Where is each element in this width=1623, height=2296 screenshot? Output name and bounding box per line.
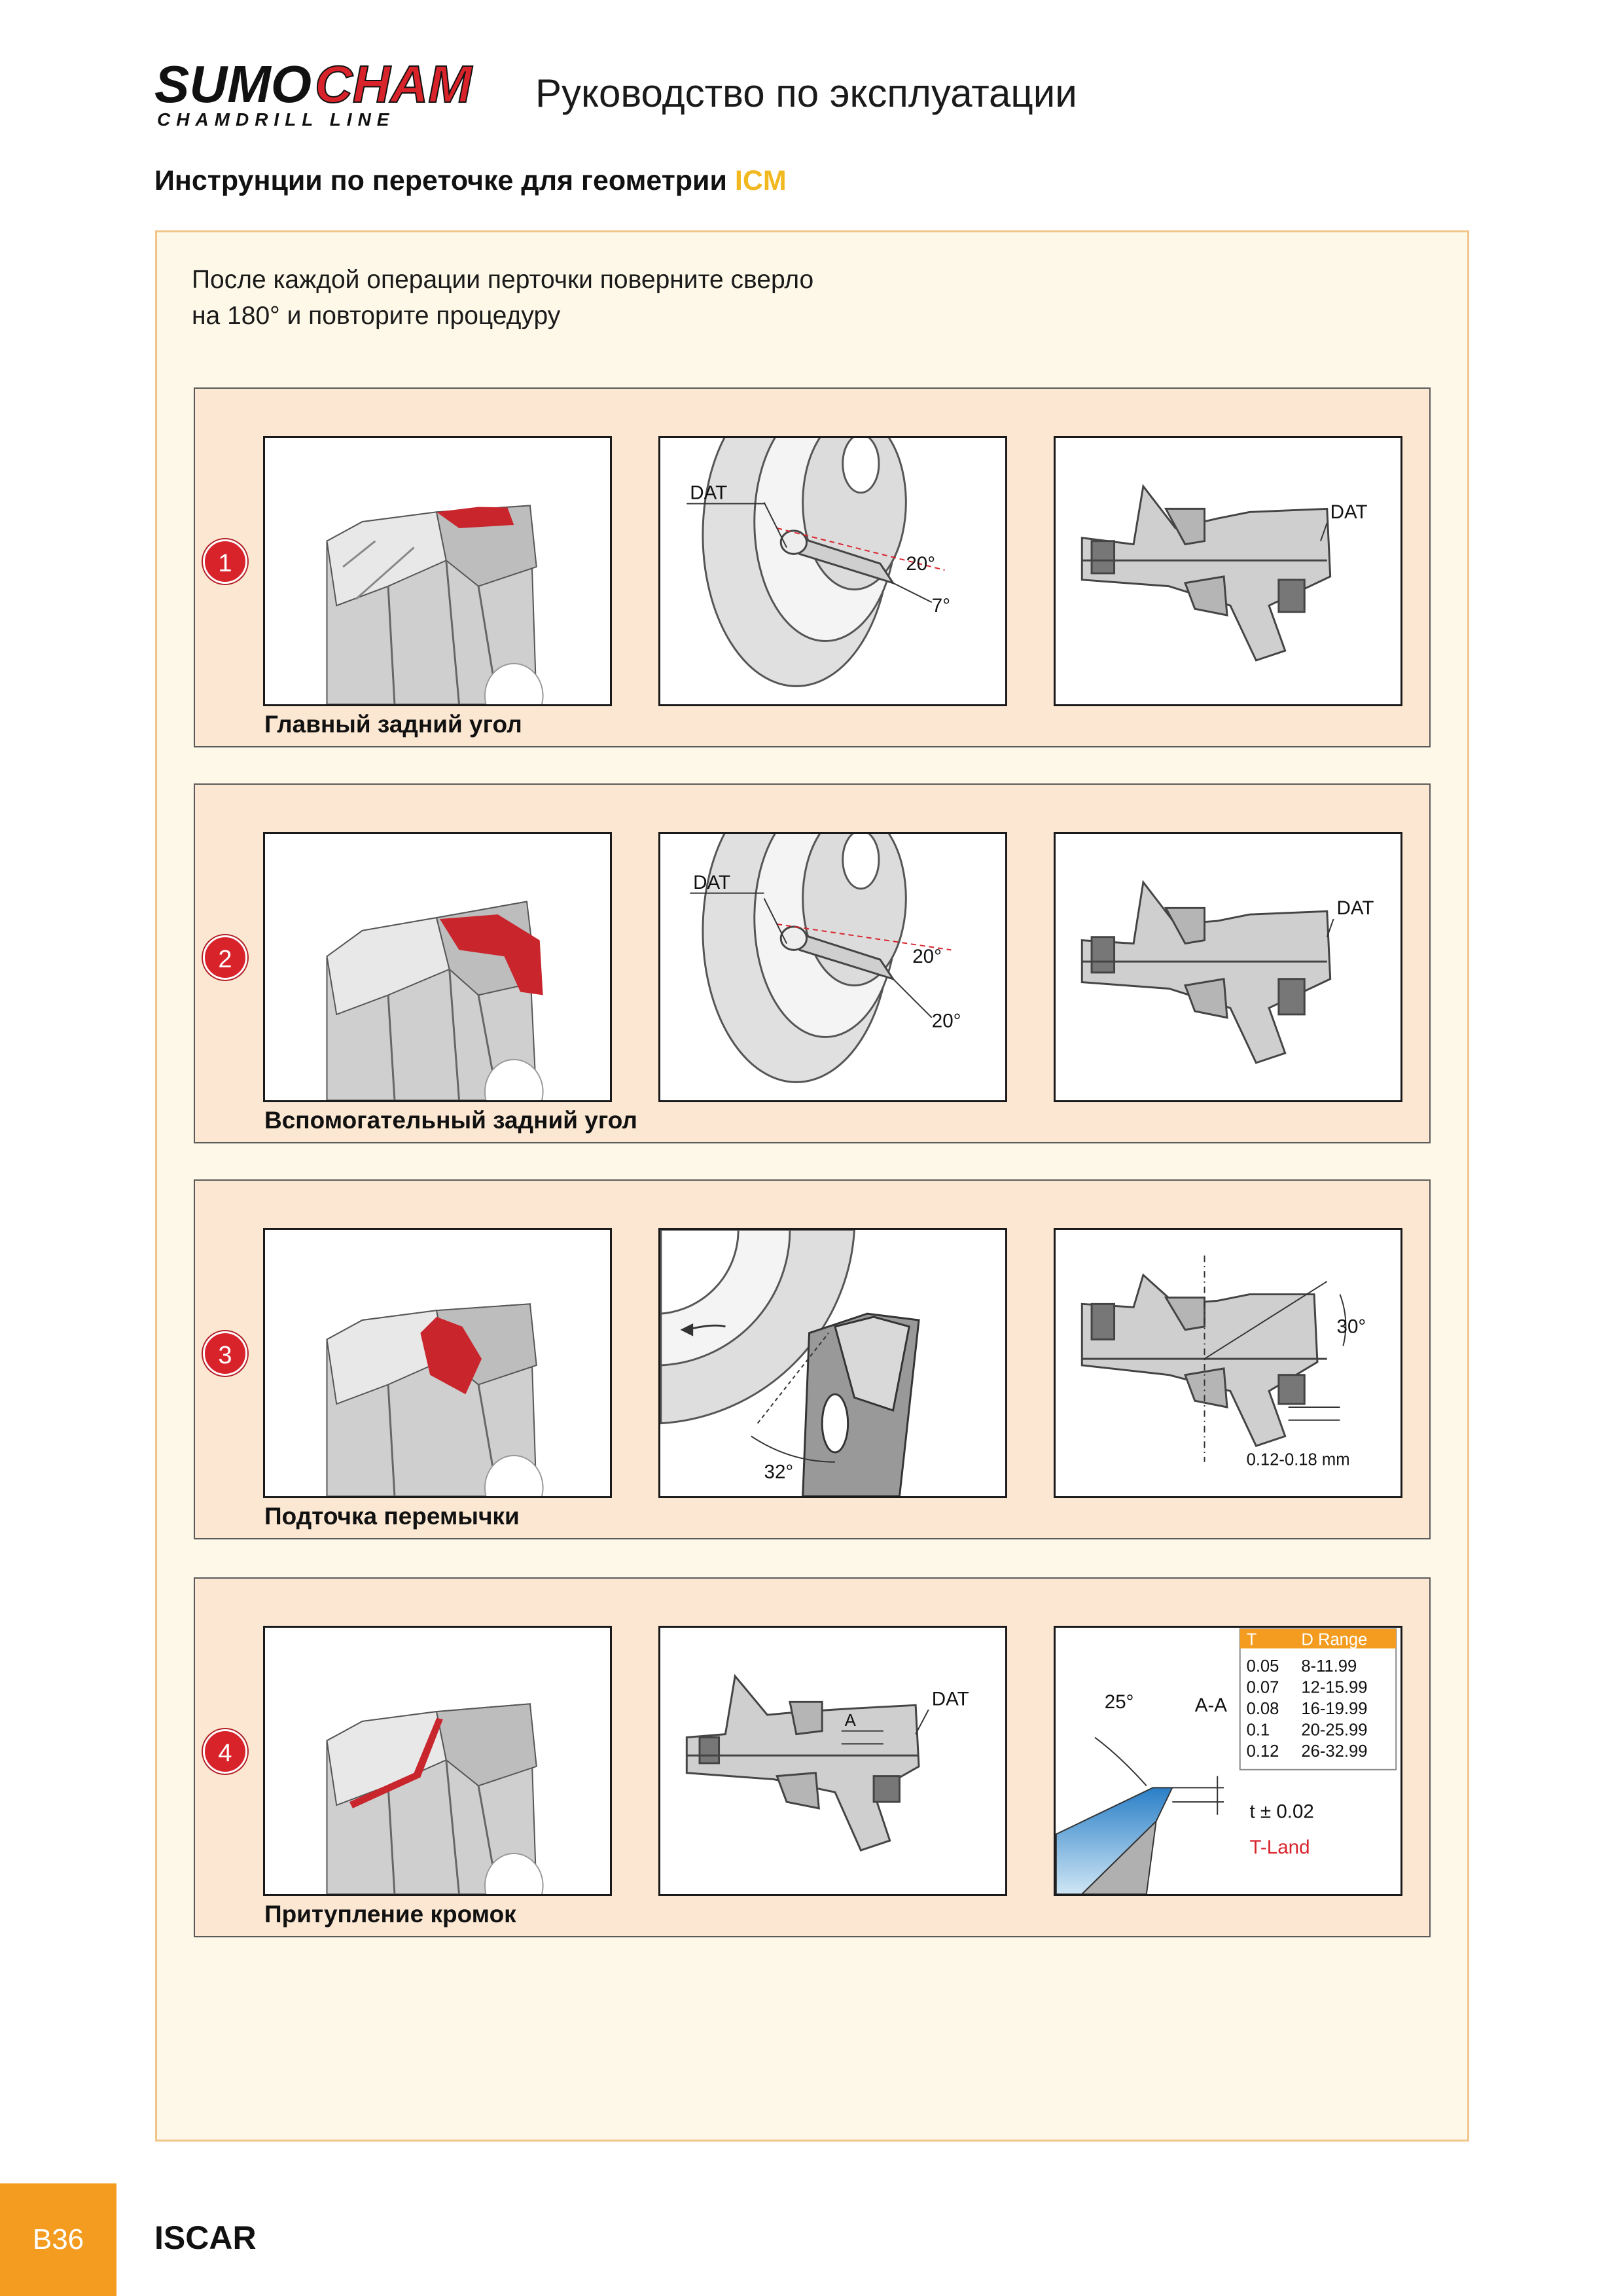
step-label: Главный задний угол: [264, 711, 522, 738]
intro-text: После каждой операции перточки поверните…: [192, 262, 813, 334]
tland-table-frame: [1239, 1628, 1397, 1770]
logo-subline: CHAMDRILL LINE: [157, 109, 395, 130]
header-title: Руководство по эксплуатации: [535, 71, 1077, 115]
drill-tip-illustration: [263, 1228, 612, 1498]
step-number-badge: 2: [203, 935, 247, 980]
highlight-main-clearance: [437, 507, 514, 528]
tland-section-graphic: 25° A-A t ± 0.02 T-Land T D Range 0.05 8…: [1056, 1628, 1397, 1894]
grinding-wheel-illustration: DAT 20° 7°: [658, 436, 1007, 706]
drill-tip-graphic: [326, 901, 544, 1100]
drill-top-view-illustration: DAT: [1054, 436, 1402, 706]
intro-line-2: на 180° и повторите процедуру: [192, 302, 561, 330]
step-2: 2 DAT 20° 20°: [194, 783, 1431, 1143]
table-header-d-range: D Range: [1301, 1631, 1367, 1649]
web-thinning-wheel-graphic: 32°: [660, 1230, 920, 1496]
highlight-edge-hone: [349, 1717, 443, 1808]
section-label-aa: A-A: [1195, 1695, 1228, 1716]
table-cell-d-range: 16-19.99: [1301, 1700, 1367, 1718]
drill-top-view-graphic: DAT: [1080, 880, 1374, 1064]
table-cell-t: 0.08: [1247, 1700, 1279, 1718]
dat-label: DAT: [1337, 897, 1374, 919]
table-cell-d-range: 26-32.99: [1301, 1742, 1367, 1761]
table-cell-d-range: 20-25.99: [1301, 1721, 1367, 1740]
angle-label-30: 30°: [1337, 1316, 1366, 1338]
angle-label-20: 20°: [906, 553, 935, 575]
footer-brand: ISCAR: [154, 2219, 257, 2256]
step-number-badge: 3: [203, 1331, 247, 1376]
page-number-tab: B36: [0, 2183, 116, 2296]
table-header-t: T: [1247, 1631, 1257, 1649]
tolerance-label: t ± 0.02: [1250, 1801, 1314, 1823]
angle-label-7: 7°: [932, 595, 950, 617]
tland-label: T-Land: [1250, 1837, 1310, 1858]
drill-tip-graphic: [326, 1703, 544, 1894]
angle-label-20a: 20°: [912, 946, 942, 967]
step-3: 3 32°: [194, 1179, 1431, 1539]
section-title-main: Инструнции по переточке для геометрии: [154, 165, 735, 196]
drill-tip-graphic: [326, 505, 544, 704]
drill-top-view-illustration: A DAT: [658, 1626, 1007, 1896]
table-cell-d-range: 8-11.99: [1301, 1657, 1357, 1676]
table-cell-t: 0.05: [1247, 1657, 1279, 1676]
angle-label-32: 32°: [764, 1461, 794, 1482]
table-cell-t: 0.1: [1247, 1721, 1270, 1740]
step-1: 1 DAT 20° 7°: [194, 387, 1431, 747]
dat-label: DAT: [690, 482, 727, 504]
drill-top-view-illustration: DAT: [1054, 832, 1402, 1102]
logo-word-sumo: SUMO: [154, 59, 312, 113]
section-title-accent: ICM: [734, 165, 787, 196]
drill-tip-illustration: [263, 1626, 612, 1896]
drill-tip-graphic: [326, 1303, 544, 1496]
angle-label-25: 25°: [1105, 1691, 1134, 1713]
step-label: Подточка перемычки: [264, 1503, 520, 1530]
grinding-wheel-illustration: DAT 20° 20°: [658, 832, 1007, 1102]
table-cell-t: 0.07: [1247, 1679, 1279, 1697]
highlight-web-thinning: [420, 1317, 482, 1395]
highlight-secondary-clearance: [439, 914, 543, 996]
dat-label: DAT: [1330, 501, 1368, 523]
web-thinning-wheel-illustration: 32°: [658, 1228, 1007, 1498]
drill-top-view-graphic: 30° 0.12-0.18 mm: [1080, 1255, 1366, 1469]
intro-line-1: После каждой операции перточки поверните…: [192, 266, 814, 294]
dat-label: DAT: [932, 1688, 969, 1710]
step-label: Вспомогательный задний угол: [264, 1107, 637, 1134]
section-marker: A: [845, 1712, 857, 1730]
table-cell-d-range: 12-15.99: [1301, 1679, 1367, 1697]
drill-tip-illustration: [263, 832, 612, 1102]
drill-top-view-graphic: DAT: [1080, 484, 1368, 662]
grinding-wheel-graphic: DAT 20° 7°: [687, 438, 950, 687]
step-4: 4 A DAT: [194, 1577, 1431, 1937]
drill-top-view-illustration: 30° 0.12-0.18 mm: [1054, 1228, 1402, 1498]
step-label: Притупление кромок: [264, 1901, 516, 1928]
tland-section-illustration: 25° A-A t ± 0.02 T-Land T D Range 0.05 8…: [1054, 1626, 1402, 1896]
step-number-badge: 1: [203, 539, 247, 584]
drill-tip-illustration: [263, 436, 612, 706]
sumocham-logo: SUMO CHAM CHAMDRILL LINE: [154, 59, 482, 131]
dat-label: DAT: [693, 872, 730, 893]
drill-top-view-graphic: A DAT: [685, 1674, 969, 1852]
grinding-wheel-graphic: DAT 20° 20°: [690, 834, 961, 1083]
web-thickness-label: 0.12-0.18 mm: [1247, 1451, 1350, 1469]
table-cell-t: 0.12: [1247, 1742, 1279, 1761]
tland-table-header-bg: [1240, 1628, 1397, 1649]
logo-word-cham: CHAM: [315, 59, 473, 113]
angle-label-20b: 20°: [932, 1011, 961, 1032]
section-title: Инструнции по переточке для геометрии IC…: [154, 165, 787, 197]
step-number-badge: 4: [203, 1729, 247, 1774]
